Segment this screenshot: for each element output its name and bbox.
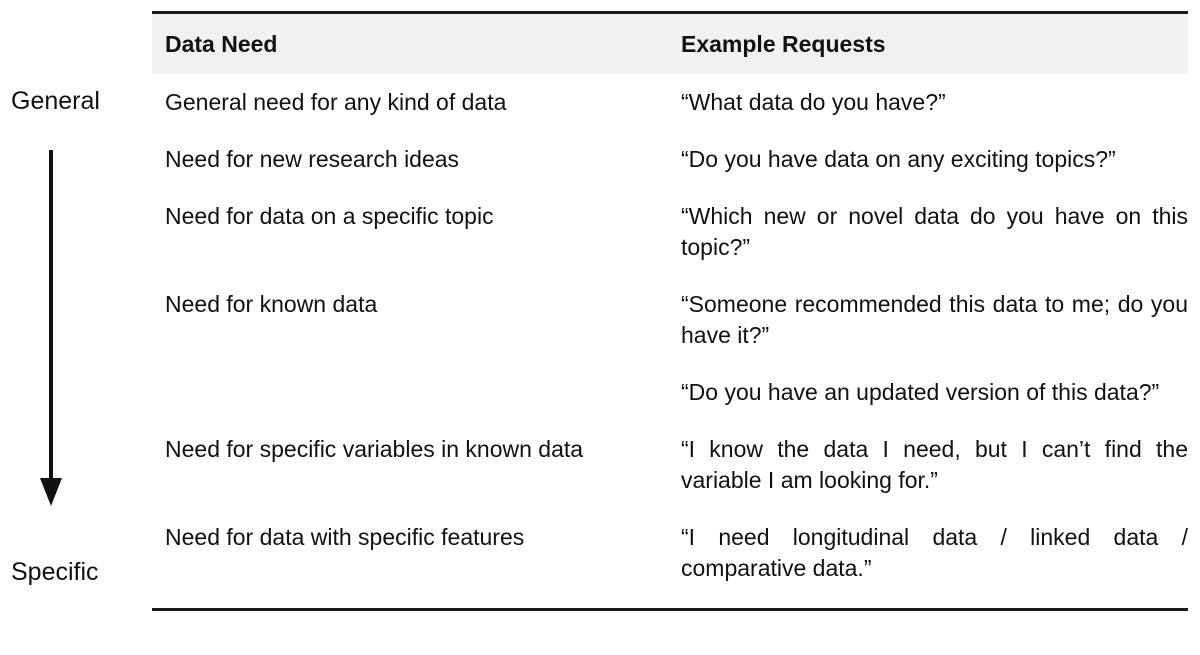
table-row: “Do you have an updated version of this … xyxy=(152,364,1188,421)
table-header: Data Need Example Requests xyxy=(152,11,1188,74)
axis-label-specific: Specific xyxy=(11,558,99,586)
column-header-data-need: Data Need xyxy=(152,11,668,74)
cell-data-need: Need for data on a specific topic xyxy=(165,203,494,229)
table-row: Need for specific variables in known dat… xyxy=(152,421,1188,509)
down-arrow-icon xyxy=(30,148,74,514)
cell-example-request: “Which new or novel data do you have on … xyxy=(681,203,1188,260)
cell-example-request: “What data do you have?” xyxy=(681,89,946,115)
cell-data-need: Need for new research ideas xyxy=(165,146,460,172)
table-row: Need for data on a specific topic “Which… xyxy=(152,188,1188,276)
cell-data-need: General need for any kind of data xyxy=(165,89,507,115)
column-header-example-requests: Example Requests xyxy=(668,11,1188,74)
table-row: Need for new research ideas “Do you have… xyxy=(152,131,1188,188)
cell-data-need: Need for data with specific features xyxy=(152,509,668,611)
table-row: General need for any kind of data “What … xyxy=(152,74,1188,131)
table-row: Need for data with specific features “I … xyxy=(152,509,1188,611)
table-row: Need for known data “Someone recommended… xyxy=(152,276,1188,364)
cell-data-need-empty xyxy=(152,364,668,421)
cell-data-need: Need for specific variables in known dat… xyxy=(165,436,584,462)
cell-example-request: “Someone recommended this data to me; do… xyxy=(681,291,1188,348)
table-header-row: Data Need Example Requests xyxy=(152,11,1188,74)
cell-example-request: “Do you have an updated version of this … xyxy=(681,379,1160,405)
cell-example-request: “I need longitudinal data / linked data … xyxy=(668,509,1188,611)
table-body: General need for any kind of data “What … xyxy=(152,74,1188,611)
cell-example-request: “Do you have data on any exciting topics… xyxy=(681,146,1116,172)
axis-label-general: General xyxy=(11,87,100,115)
cell-example-request: “I know the data I need, but I can’t fin… xyxy=(681,436,1188,493)
data-needs-table: Data Need Example Requests General need … xyxy=(152,11,1188,611)
cell-data-need: Need for known data xyxy=(165,291,378,317)
